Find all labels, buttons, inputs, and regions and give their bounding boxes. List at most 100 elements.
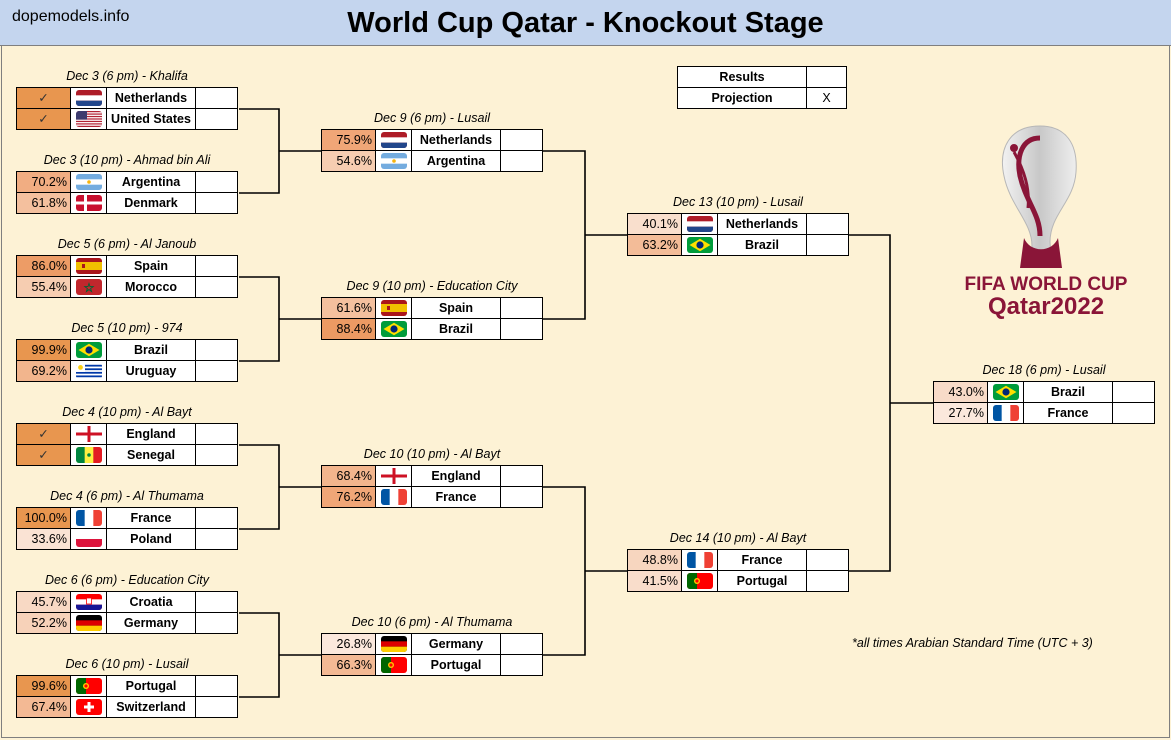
result-cell[interactable] (196, 697, 237, 717)
legend-value (807, 67, 846, 87)
team-name: Senegal (107, 445, 196, 465)
win-probability: 70.2% (17, 172, 71, 192)
result-cell[interactable] (807, 571, 848, 591)
result-cell[interactable] (807, 550, 848, 570)
team-name: Poland (107, 529, 196, 549)
win-probability: 27.7% (934, 403, 988, 423)
result-cell[interactable] (501, 487, 542, 507)
team-row[interactable]: 40.1%Netherlands (627, 213, 849, 235)
team-row[interactable]: 54.6%Argentina (321, 151, 543, 172)
team-row[interactable]: ✓England (16, 423, 238, 445)
result-cell[interactable] (196, 172, 237, 192)
team-row[interactable]: 33.6%Poland (16, 529, 238, 550)
flag-cell (71, 256, 107, 276)
result-cell[interactable] (501, 151, 542, 171)
result-cell[interactable] (196, 676, 237, 696)
team-row[interactable]: 67.4%Switzerland (16, 697, 238, 718)
result-cell[interactable] (196, 256, 237, 276)
team-row[interactable]: 55.4%Morocco (16, 277, 238, 298)
argentina-flag-icon (380, 153, 407, 169)
result-cell[interactable] (196, 361, 237, 381)
result-cell[interactable] (196, 445, 237, 465)
flag-cell (71, 109, 107, 129)
team-row[interactable]: 75.9%Netherlands (321, 129, 543, 151)
result-cell[interactable] (807, 214, 848, 234)
team-row[interactable]: 61.8%Denmark (16, 193, 238, 214)
match-label: Dec 9 (6 pm) - Lusail (373, 111, 490, 125)
result-cell[interactable] (807, 235, 848, 255)
result-cell[interactable] (196, 109, 237, 129)
result-cell[interactable] (196, 613, 237, 633)
win-probability: 88.4% (322, 319, 376, 339)
result-cell[interactable] (501, 298, 542, 318)
result-cell[interactable] (501, 655, 542, 675)
win-probability: 41.5% (628, 571, 682, 591)
team-row[interactable]: 70.2%Argentina (16, 171, 238, 193)
match-label: Dec 6 (6 pm) - Education City (45, 573, 209, 587)
team-row[interactable]: 48.8%France (627, 549, 849, 571)
win-probability: 40.1% (628, 214, 682, 234)
flag-cell (682, 571, 718, 591)
world-cup-trophy-logo (1002, 125, 1077, 268)
team-row[interactable]: 69.2%Uruguay (16, 361, 238, 382)
match-label: Dec 4 (10 pm) - Al Bayt (62, 405, 192, 419)
result-cell[interactable] (501, 466, 542, 486)
flag-cell (71, 424, 107, 444)
team-row[interactable]: ✓Netherlands (16, 87, 238, 109)
team-name: Brazil (412, 319, 501, 339)
win-probability: 86.0% (17, 256, 71, 276)
win-probability: 63.2% (628, 235, 682, 255)
team-row[interactable]: 68.4%England (321, 465, 543, 487)
team-row[interactable]: 61.6%Spain (321, 297, 543, 319)
result-cell[interactable] (501, 319, 542, 339)
result-cell[interactable] (196, 529, 237, 549)
result-cell[interactable] (196, 340, 237, 360)
team-row[interactable]: 86.0%Spain (16, 255, 238, 277)
flag-cell (71, 88, 107, 108)
legend-label: Projection (678, 88, 807, 108)
result-cell[interactable] (196, 508, 237, 528)
win-probability: 54.6% (322, 151, 376, 171)
flag-cell (376, 130, 412, 150)
checkmark-icon: ✓ (17, 424, 71, 444)
team-row[interactable]: ✓Senegal (16, 445, 238, 466)
brazil-flag-icon (75, 342, 102, 358)
team-row[interactable]: 66.3%Portugal (321, 655, 543, 676)
result-cell[interactable] (196, 424, 237, 444)
team-row[interactable]: 63.2%Brazil (627, 235, 849, 256)
team-row[interactable]: 100.0%France (16, 507, 238, 529)
portugal-flag-icon (75, 678, 102, 694)
flag-cell (988, 403, 1024, 423)
team-name: Croatia (107, 592, 196, 612)
team-row[interactable]: 99.9%Brazil (16, 339, 238, 361)
team-row[interactable]: 26.8%Germany (321, 633, 543, 655)
netherlands-flag-icon (75, 90, 102, 106)
team-row[interactable]: ✓United States (16, 109, 238, 130)
france-flag-icon (380, 489, 407, 505)
team-row[interactable]: 88.4% Brazil (321, 319, 543, 340)
result-cell[interactable] (196, 277, 237, 297)
team-row[interactable]: 99.6%Portugal (16, 675, 238, 697)
site-name[interactable]: dopemodels.info (12, 8, 130, 25)
flag-cell (988, 382, 1024, 402)
team-row[interactable]: 43.0%Brazil (933, 381, 1155, 403)
denmark-flag-icon (75, 195, 102, 211)
result-cell[interactable] (196, 592, 237, 612)
team-row[interactable]: 76.2%France (321, 487, 543, 508)
result-cell[interactable] (1113, 382, 1154, 402)
france-flag-icon (75, 510, 102, 526)
result-cell[interactable] (501, 634, 542, 654)
result-cell[interactable] (501, 130, 542, 150)
result-cell[interactable] (196, 88, 237, 108)
team-row[interactable]: 27.7%France (933, 403, 1155, 424)
result-cell[interactable] (196, 193, 237, 213)
team-row[interactable]: 45.7%Croatia (16, 591, 238, 613)
result-cell[interactable] (1113, 403, 1154, 423)
team-row[interactable]: 52.2%Germany (16, 613, 238, 634)
team-row[interactable]: 41.5%Portugal (627, 571, 849, 592)
